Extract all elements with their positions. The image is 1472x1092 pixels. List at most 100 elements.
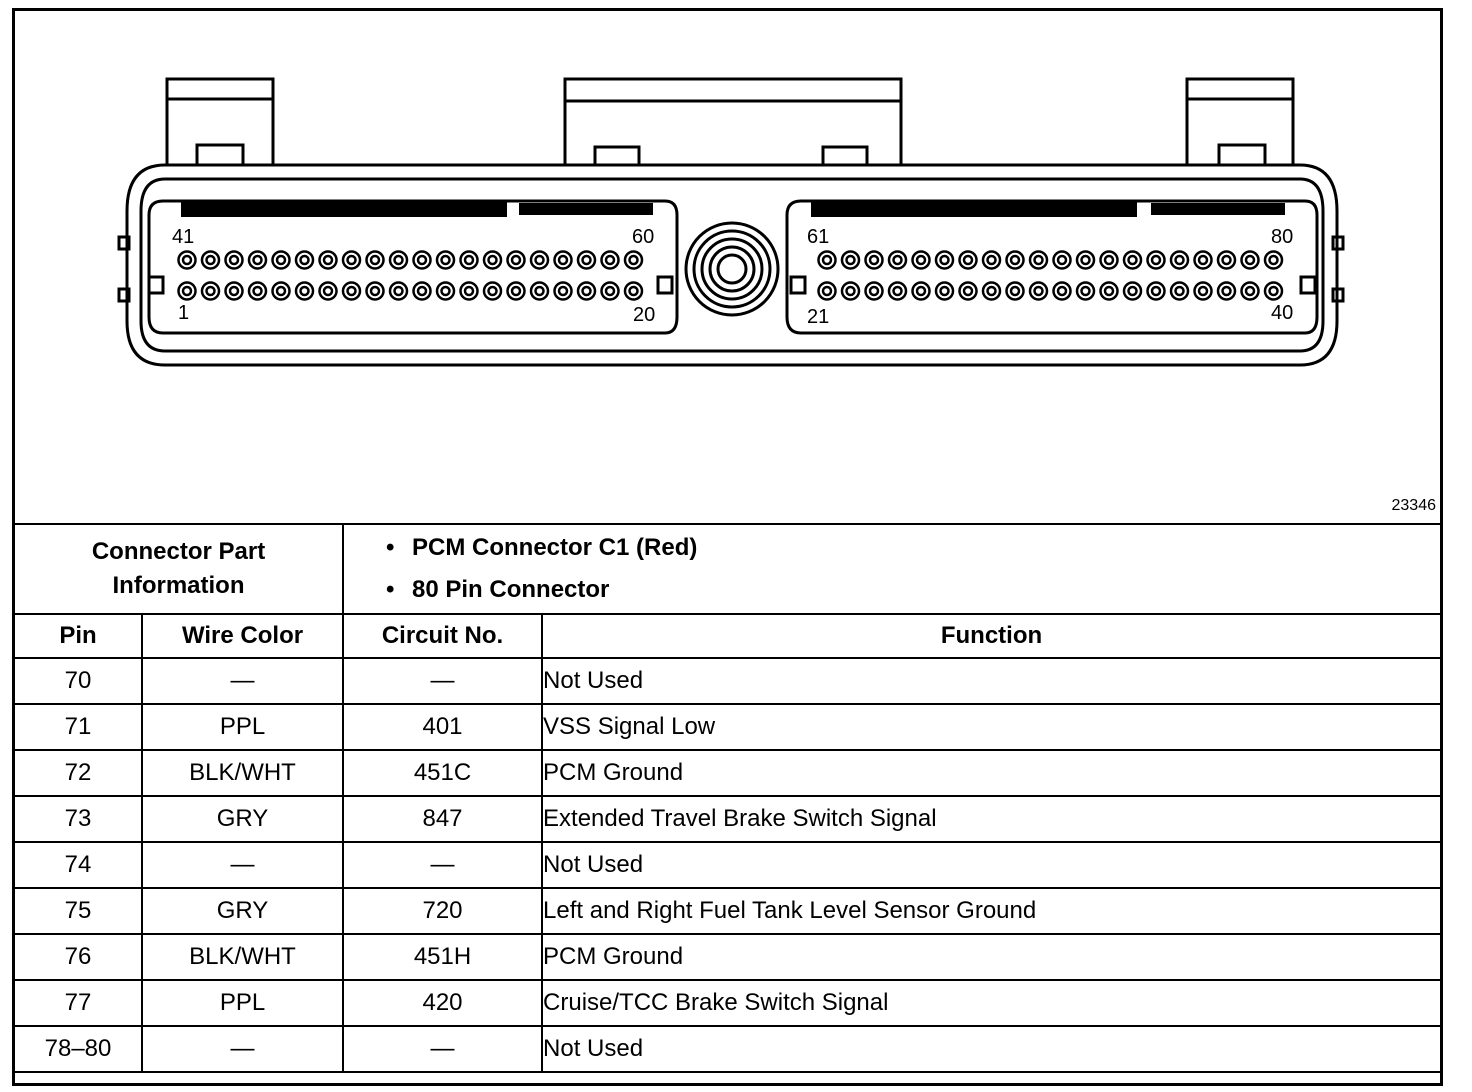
pin-contact-center bbox=[1103, 285, 1115, 297]
pin-contact bbox=[365, 250, 385, 270]
pin-contact bbox=[1263, 281, 1284, 301]
circuit-cell: — bbox=[342, 1025, 544, 1073]
pin-contact bbox=[341, 250, 362, 270]
pin-contact-center bbox=[1056, 254, 1068, 266]
header-function: Function bbox=[541, 613, 1440, 659]
pin-label-41: 41 bbox=[172, 226, 194, 248]
pin-contact-center bbox=[205, 254, 216, 266]
pin-contact bbox=[1146, 250, 1166, 270]
pin-contact bbox=[911, 281, 931, 301]
circuit-cell: 401 bbox=[342, 703, 544, 751]
pin-contact-center bbox=[416, 254, 428, 266]
pin-contact-center bbox=[1009, 254, 1021, 266]
pin-contact bbox=[887, 250, 908, 270]
pin-contact bbox=[840, 281, 861, 301]
pin-contact-center bbox=[1221, 254, 1232, 266]
pin-contact-center bbox=[322, 285, 334, 297]
pin-contact bbox=[1122, 250, 1143, 270]
pin-contact bbox=[224, 250, 244, 270]
wire-color-cell: — bbox=[140, 1025, 345, 1073]
pin-contact bbox=[576, 250, 597, 270]
bullet-icon: • bbox=[386, 534, 395, 561]
pin-contact bbox=[412, 250, 432, 270]
pin-contact-center bbox=[369, 254, 381, 266]
pin-contact bbox=[482, 281, 503, 301]
pin-contact-center bbox=[868, 285, 880, 297]
part-info-item: •PCM Connector C1 (Red) bbox=[386, 527, 1440, 569]
pin-contact bbox=[318, 250, 338, 270]
pin-contact bbox=[1146, 281, 1166, 301]
pin-contact bbox=[529, 281, 550, 301]
pin-contact bbox=[576, 281, 597, 301]
pin-contact bbox=[200, 281, 221, 301]
pin-contact-center bbox=[1080, 285, 1091, 297]
pin-contact-center bbox=[299, 254, 310, 266]
pin-contact-center bbox=[487, 285, 498, 297]
wire-color-cell: PPL bbox=[140, 703, 345, 751]
pin-contact bbox=[1075, 250, 1096, 270]
pin-contact bbox=[1240, 281, 1260, 301]
pin-cell: 72 bbox=[15, 749, 143, 797]
pin-contact bbox=[412, 281, 432, 301]
pin-contact-center bbox=[463, 285, 475, 297]
pin-contact bbox=[294, 281, 315, 301]
pin-label-21: 21 bbox=[807, 306, 829, 328]
pin-contact-center bbox=[1244, 254, 1256, 266]
pin-contact bbox=[1216, 281, 1237, 301]
pin-contact bbox=[623, 250, 644, 270]
pin-contact-center bbox=[252, 254, 263, 266]
pin-contact-center bbox=[534, 254, 545, 266]
pin-contact bbox=[958, 250, 978, 270]
pin-contact-center bbox=[1197, 285, 1209, 297]
pin-contact bbox=[459, 250, 479, 270]
circuit-cell: 451H bbox=[342, 933, 544, 981]
function-cell: Not Used bbox=[541, 1025, 1440, 1073]
pin-contact-center bbox=[986, 254, 997, 266]
pin-contact-center bbox=[1197, 254, 1209, 266]
pin-contact-center bbox=[487, 254, 498, 266]
right-latch bbox=[1185, 77, 1295, 167]
pin-contact bbox=[365, 281, 385, 301]
pin-contact bbox=[817, 281, 837, 301]
pin-contact bbox=[341, 281, 362, 301]
part-info-item: •80 Pin Connector bbox=[386, 569, 1440, 611]
pin-contact bbox=[864, 250, 884, 270]
connector-shell bbox=[125, 163, 1339, 367]
pin-contact-center bbox=[962, 285, 974, 297]
pin-contact bbox=[1216, 250, 1237, 270]
function-cell: Extended Travel Brake Switch Signal bbox=[541, 795, 1440, 843]
pin-contact-center bbox=[915, 285, 927, 297]
pin-contact-center bbox=[393, 254, 404, 266]
pin-contact bbox=[600, 281, 620, 301]
pin-contact bbox=[177, 281, 197, 301]
function-cell: Not Used bbox=[541, 841, 1440, 889]
pin-contact-center bbox=[986, 285, 997, 297]
left-latch bbox=[165, 77, 275, 167]
table-header-row: Pin Wire Color Circuit No. Function bbox=[15, 613, 1440, 659]
pin-contact bbox=[529, 250, 550, 270]
pin-contact-center bbox=[346, 254, 357, 266]
pin-contact-center bbox=[205, 285, 216, 297]
pin-contact-center bbox=[510, 285, 522, 297]
pin-contact-center bbox=[346, 285, 357, 297]
pin-contact-center bbox=[604, 285, 616, 297]
pin-cell: 70 bbox=[15, 657, 143, 705]
pin-contact-center bbox=[962, 254, 974, 266]
pin-contact-center bbox=[1033, 285, 1044, 297]
left-pin-cavity bbox=[147, 199, 679, 335]
pin-contact bbox=[817, 250, 837, 270]
pin-contact bbox=[553, 281, 573, 301]
pin-cell: 74 bbox=[15, 841, 143, 889]
connector-diagram: 41 60 1 20 61 80 21 40 23346 bbox=[15, 11, 1440, 523]
circuit-cell: 847 bbox=[342, 795, 544, 843]
pin-contact bbox=[553, 250, 573, 270]
pin-contact bbox=[1240, 250, 1260, 270]
pin-contact bbox=[388, 250, 409, 270]
wire-color-cell: — bbox=[140, 841, 345, 889]
pin-contact bbox=[840, 250, 861, 270]
pin-contact-center bbox=[604, 254, 616, 266]
pin-contact-center bbox=[845, 285, 856, 297]
